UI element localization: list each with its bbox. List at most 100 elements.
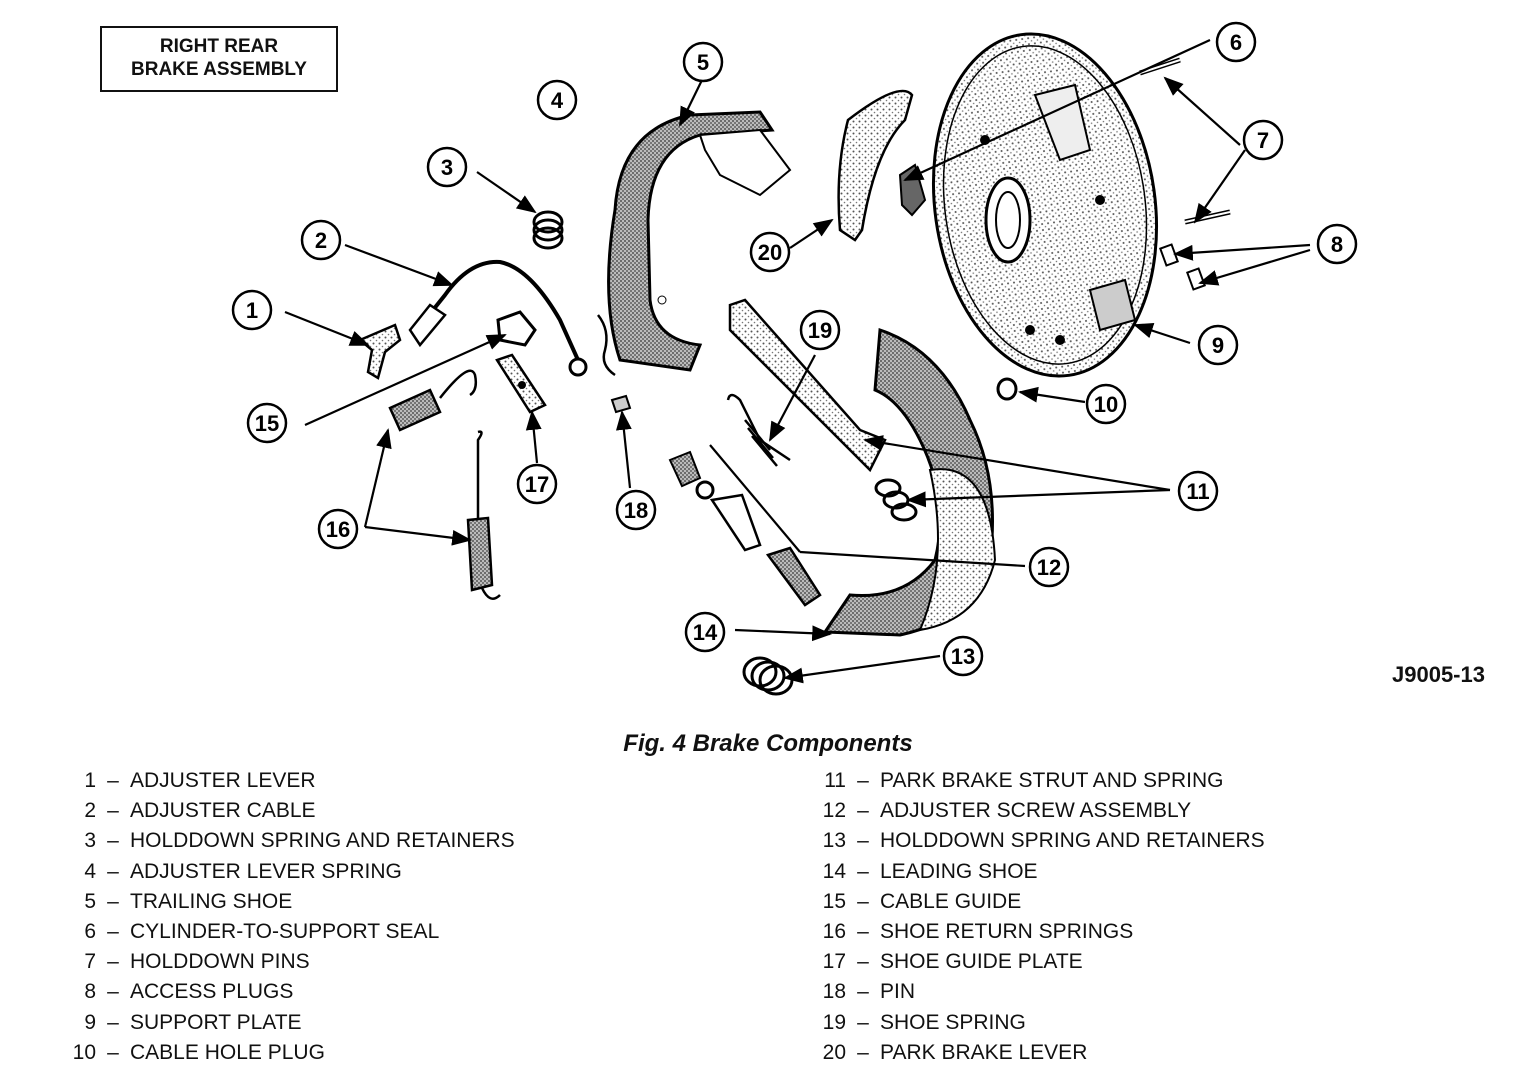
legend-number: 2: [84, 799, 96, 823]
callout-6: 6: [1215, 21, 1257, 63]
legend-text: ADJUSTER CABLE: [130, 799, 316, 823]
callout-circle: [300, 219, 342, 261]
cable-hole-plug: [996, 377, 1018, 401]
callout-3: 3: [426, 146, 468, 188]
callout-circle: [684, 611, 726, 653]
legend-dash: –: [857, 980, 869, 1004]
legend-row: 20–PARK BRAKE LEVER: [822, 1038, 1265, 1068]
holddown-spring-13: [742, 656, 794, 696]
callout-number: 5: [697, 50, 709, 75]
legend-dash: –: [107, 920, 119, 944]
callout-number: 7: [1257, 128, 1269, 153]
pin-part: [597, 314, 632, 414]
callout-12: 12: [1028, 546, 1070, 588]
legend-text: SHOE GUIDE PLATE: [880, 950, 1083, 974]
legend-text: ADJUSTER LEVER: [130, 769, 316, 792]
callout-19: 19: [799, 309, 841, 351]
legend-row: 8–ACCESS PLUGS: [72, 977, 515, 1007]
legend-text: SUPPORT PLATE: [130, 1010, 302, 1034]
legend-text: TRAILING SHOE: [130, 889, 293, 913]
callout-circle: [426, 146, 468, 188]
legend-row: 12–ADJUSTER SCREW ASSEMBLY: [822, 796, 1265, 826]
callout-4: 4: [536, 79, 578, 121]
legend-dash: –: [107, 1010, 119, 1034]
legend-row: 13–HOLDDOWN SPRING AND RETAINERS: [822, 826, 1265, 856]
legend-row: 14–LEADING SHOE: [822, 857, 1265, 887]
callout-number: 8: [1331, 232, 1343, 257]
legend-number: 13: [822, 829, 846, 853]
legend-number: 1: [84, 769, 96, 792]
legend-text: PIN: [880, 980, 916, 1004]
callout-circle: [1085, 383, 1127, 425]
legend-number: 14: [822, 859, 846, 883]
callout-14: 14: [684, 611, 726, 653]
legend-row: 7–HOLDDOWN PINS: [72, 947, 515, 977]
callout-number: 17: [525, 472, 549, 497]
legend-dash: –: [857, 829, 869, 853]
legend-dash: –: [857, 889, 869, 913]
callout-number: 13: [951, 644, 975, 669]
callout-circle: [317, 508, 359, 550]
legend-number: 20: [822, 1040, 846, 1064]
legend-text: HOLDDOWN PINS: [130, 950, 310, 974]
legend-row: 4–ADJUSTER LEVER SPRING: [72, 857, 515, 887]
legend-dash: –: [857, 920, 869, 944]
callout-number: 19: [808, 318, 832, 343]
legend-number: 10: [72, 1040, 96, 1064]
callout-circle: [1316, 223, 1358, 265]
callout-10: 10: [1085, 383, 1127, 425]
figure-id: J9005-13: [1392, 662, 1485, 687]
callout-circle: [749, 231, 791, 273]
legend-number: 15: [822, 889, 846, 913]
callout-circle: [246, 402, 288, 444]
legend-dash: –: [857, 1040, 869, 1064]
legend-text: PARK BRAKE LEVER: [880, 1040, 1088, 1064]
callout-2: 2: [300, 219, 342, 261]
callout-number: 15: [255, 411, 279, 436]
callout-circle: [1197, 324, 1239, 366]
legend-row: 15–CABLE GUIDE: [822, 887, 1265, 917]
legend-dash: –: [107, 889, 119, 913]
callout-16: 16: [317, 508, 359, 550]
legend-row: 2–ADJUSTER CABLE: [72, 796, 515, 826]
legend-text: CABLE HOLE PLUG: [130, 1040, 325, 1064]
callout-number: 1: [246, 298, 258, 323]
legend-text: HOLDDOWN SPRING AND RETAINERS: [130, 829, 515, 853]
holddown-spring-3: [532, 210, 564, 250]
legend-number: 8: [84, 980, 96, 1004]
callout-1: 1: [231, 289, 273, 331]
legend-text: PARK BRAKE STRUT AND SPRING: [880, 769, 1224, 792]
legend-number: 4: [84, 859, 96, 883]
legend-number: 19: [822, 1010, 846, 1034]
callout-circle: [231, 289, 273, 331]
legend-row: 1–ADJUSTER LEVER: [72, 766, 515, 796]
assembly-title-line1: RIGHT REAR: [159, 36, 279, 57]
legend-row: 17–SHOE GUIDE PLATE: [822, 947, 1265, 977]
assembly-title-line2: BRAKE ASSEMBLY: [131, 59, 307, 80]
legend-text: ACCESS PLUGS: [130, 980, 294, 1004]
callout-18: 18: [615, 489, 657, 531]
legend-row: 6–CYLINDER-TO-SUPPORT SEAL: [72, 917, 515, 947]
callout-17: 17: [516, 463, 558, 505]
callout-circle: [1028, 546, 1070, 588]
legend-text: ADJUSTER SCREW ASSEMBLY: [880, 799, 1192, 823]
legend-text: CYLINDER-TO-SUPPORT SEAL: [130, 920, 440, 944]
legend-number: 9: [84, 1010, 96, 1034]
legend-text: LEADING SHOE: [880, 859, 1038, 883]
callout-number: 3: [441, 155, 453, 180]
callout-11: 11: [1177, 470, 1219, 512]
callout-number: 12: [1037, 555, 1061, 580]
legend-dash: –: [107, 950, 119, 974]
legend-number: 3: [84, 829, 96, 853]
callout-circle: [615, 489, 657, 531]
figure-caption: Fig. 4 Brake Components: [623, 730, 913, 757]
callout-circle: [682, 41, 724, 83]
legend-dash: –: [857, 1010, 869, 1034]
trailing-shoe: [607, 110, 792, 372]
callout-13: 13: [942, 635, 984, 677]
legend-number: 7: [84, 950, 96, 974]
legend-number: 16: [822, 920, 846, 944]
legend-text: HOLDDOWN SPRING AND RETAINERS: [880, 829, 1265, 853]
callout-number: 4: [551, 88, 564, 113]
